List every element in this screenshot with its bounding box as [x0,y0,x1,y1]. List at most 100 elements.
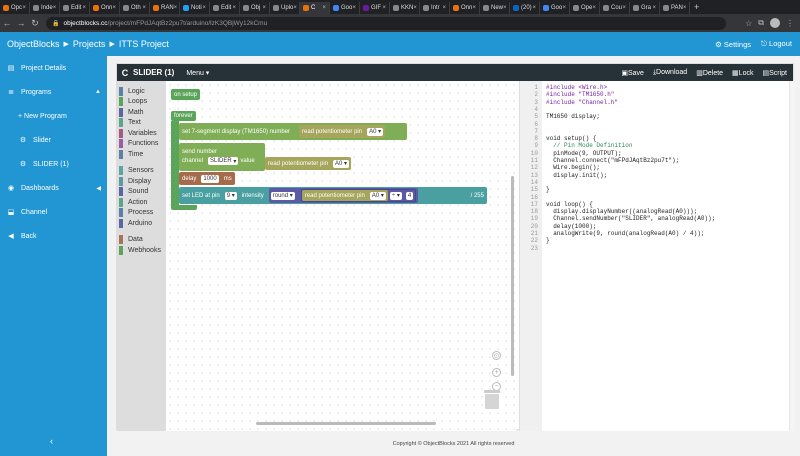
divide-block[interactable]: read potentiometer pinA0 ▾ ÷ ▾ 4 [301,189,416,202]
toolbox-category[interactable]: Display [117,176,166,187]
browser-menu-icon[interactable]: ⋮ [786,19,794,28]
read-potentiometer-block[interactable]: read potentiometer pinA0 ▾ [265,157,351,170]
send-number-block[interactable]: send number channelSLIDER ▾value [179,143,265,171]
code-line[interactable]: 21 analogWrite(9, round(analogRead(A0) /… [520,230,796,237]
channel-dropdown[interactable]: SLIDER ▾ [208,157,238,165]
code-line[interactable]: 8void setup() { [520,135,796,142]
sidebar-item-program-slider-1[interactable]: ⚙SLIDER (1) [0,152,107,176]
browser-tab[interactable]: Goo× [330,2,360,14]
browser-tab[interactable]: RAN× [150,2,180,14]
zoom-in-icon[interactable]: + [492,368,501,377]
code-line[interactable]: 22} [520,237,796,244]
forward-arrow-icon[interactable]: → [14,18,28,28]
close-tab-icon[interactable]: × [53,5,57,11]
close-tab-icon[interactable]: × [472,5,476,11]
browser-tab[interactable]: New× [480,2,510,14]
code-line[interactable]: 12 Wire.begin(); [520,164,796,171]
operator-dropdown[interactable]: ÷ ▾ [390,192,402,200]
recenter-icon[interactable]: ⊙ [492,351,501,360]
sidebar-item-channel[interactable]: ⬓Channel [0,200,107,224]
pin-dropdown[interactable]: A0 ▾ [367,128,383,136]
close-tab-icon[interactable]: × [413,5,417,11]
browser-tab[interactable]: Onn× [450,2,480,14]
browser-tab[interactable]: Onn× [90,2,120,14]
profile-avatar[interactable] [770,18,780,28]
code-line[interactable]: 6 [520,121,796,128]
bookmark-star-icon[interactable]: ☆ [745,19,752,28]
browser-tab[interactable]: Goo× [540,2,570,14]
menu-dropdown[interactable]: Menu ▾ [186,69,209,77]
toolbox-category[interactable]: Arduino [117,218,166,229]
forever-block[interactable]: forever [171,111,196,121]
browser-tab[interactable]: Intr× [420,2,450,14]
breadcrumb-project[interactable]: ITTS Project [119,39,169,49]
code-line[interactable]: 17void loop() { [520,201,796,208]
reload-icon[interactable]: ↻ [28,18,42,29]
close-tab-icon[interactable]: × [622,5,626,11]
back-arrow-icon[interactable]: ← [0,18,14,28]
close-tab-icon[interactable]: × [532,5,536,11]
code-line[interactable]: 7 [520,128,796,135]
code-line[interactable]: 20 delay(1000); [520,223,796,230]
download-button[interactable]: ⤓Download [653,69,687,77]
browser-tab[interactable]: Ope× [570,2,600,14]
toolbox-category[interactable]: Time [117,149,166,160]
sidebar-item-programs[interactable]: ≣Programs▲ [0,80,107,104]
browser-tab[interactable]: PAN× [660,2,690,14]
logout-button[interactable]: ⎋ Logout [761,39,792,49]
round-block[interactable]: round ▾ read potentiometer pinA0 ▾ ÷ ▾ 4 [269,188,418,203]
sidebar-item-project-details[interactable]: ▤Project Details [0,56,107,80]
browser-tab[interactable]: Oth× [120,2,150,14]
delete-button[interactable]: ▥Delete [696,69,723,77]
browser-tab[interactable]: Noti× [180,2,210,14]
browser-tab[interactable]: Gra× [630,2,660,14]
extension-icon[interactable]: ⧉ [758,18,764,28]
close-tab-icon[interactable]: × [683,5,687,11]
sidebar-item-new-program[interactable]: + New Program [0,104,107,128]
on-setup-block[interactable]: on setup [171,89,200,100]
toolbox-category[interactable]: Logic [117,86,166,97]
code-line[interactable]: 2#include "TM1650.h" [520,91,796,98]
close-tab-icon[interactable]: × [442,5,446,11]
close-tab-icon[interactable]: × [202,5,206,11]
divisor-input[interactable]: 4 [406,192,413,200]
url-field[interactable]: 🔒 objectblocks.cc/project/mFPdJAqtBz2pu7… [46,17,726,30]
workspace-horizontal-scrollbar[interactable] [256,422,436,425]
browser-tab[interactable]: Cou× [600,2,630,14]
close-tab-icon[interactable]: × [293,5,297,11]
round-dropdown[interactable]: round ▾ [271,192,295,200]
toolbox-category[interactable]: Sound [117,187,166,198]
set-7segment-block[interactable]: set 7-segment display (TM1650) number re… [179,123,407,140]
browser-tab[interactable]: Uplo× [270,2,300,14]
browser-tab[interactable]: Edit× [60,2,90,14]
browser-tab[interactable]: Edit× [210,2,240,14]
code-line[interactable]: 3#include "Channel.h" [520,99,796,106]
block-workspace[interactable]: on setup forever set 7-segment display (… [166,81,516,431]
close-tab-icon[interactable]: × [562,5,566,11]
save-button[interactable]: ▣Save [621,69,644,77]
read-potentiometer-block[interactable]: read potentiometer pinA0 ▾ [299,125,385,138]
code-line[interactable]: 16 [520,194,796,201]
toolbox-category[interactable]: Action [117,197,166,208]
workspace-vertical-scrollbar[interactable] [511,176,514,376]
toolbox-category[interactable]: Text [117,118,166,129]
sidebar-item-program-slider[interactable]: ⚙Slider [0,128,107,152]
close-tab-icon[interactable]: × [592,5,596,11]
browser-tab[interactable]: Opc× [0,2,30,14]
toolbox-category[interactable]: Sensors [117,166,166,177]
close-tab-icon[interactable]: × [652,5,656,11]
code-line[interactable]: 23 [520,245,796,252]
browser-tab[interactable]: (20)× [510,2,540,14]
breadcrumb-projects[interactable]: Projects [73,39,106,49]
code-line[interactable]: 19 Channel.sendNumber("SLIDER", analogRe… [520,215,796,222]
sidebar-item-back[interactable]: ◀Back [0,224,107,248]
close-tab-icon[interactable]: × [322,5,326,11]
settings-button[interactable]: ⚙ Settings [715,40,751,49]
code-line[interactable]: 18 display.displayNumber((analogRead(A0)… [520,208,796,215]
code-line[interactable]: 15} [520,186,796,193]
collapse-sidebar-icon[interactable]: ‹ [50,436,53,446]
close-tab-icon[interactable]: × [352,5,356,11]
trash-can-icon[interactable] [485,390,499,410]
brand-logo-text[interactable]: ObjectBlocks [0,39,60,49]
toolbox-category[interactable]: Math [117,107,166,118]
